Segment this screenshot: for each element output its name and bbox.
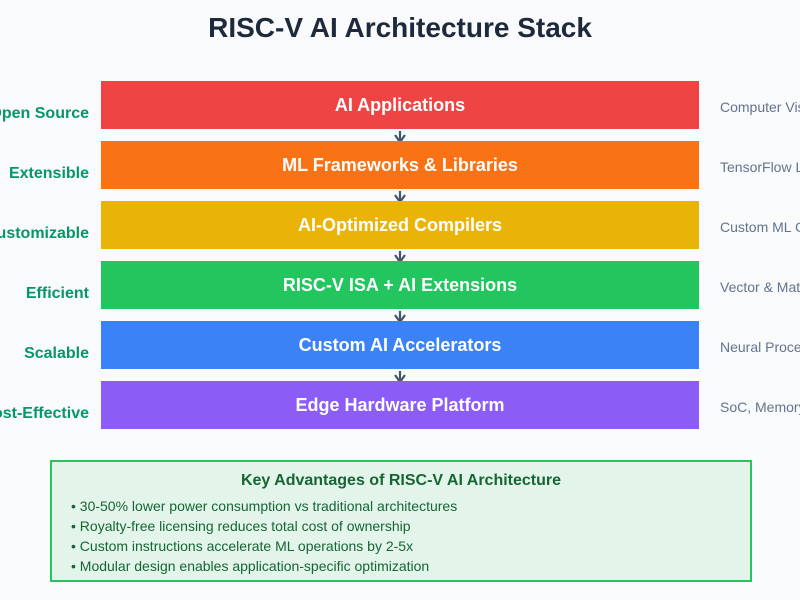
- layer-box: Custom AI Accelerators: [101, 321, 699, 369]
- layer-example-label: Custom ML C: [720, 219, 800, 235]
- layer-box: AI Applications: [101, 81, 699, 129]
- advantage-item: • Modular design enables application-spe…: [71, 558, 430, 574]
- layer-example-label: Vector & Mat: [720, 279, 800, 295]
- layer-box: AI-Optimized Compilers: [101, 201, 699, 249]
- layer-property-label: Open Source: [0, 105, 89, 122]
- advantages-box: Key Advantages of RISC-V AI Architecture…: [50, 460, 752, 582]
- advantages-title: Key Advantages of RISC-V AI Architecture: [240, 472, 562, 489]
- layer-example-label: Computer Vis: [720, 99, 800, 115]
- layer-property-label: Cost-Effective: [0, 405, 89, 422]
- layer-box: RISC-V ISA + AI Extensions: [101, 261, 699, 309]
- layer-example-label: SoC, Memory: [720, 399, 800, 415]
- advantage-item: • Royalty-free licensing reduces total c…: [71, 518, 411, 534]
- layer-property-label: Customizable: [0, 225, 89, 242]
- layer-property-label: Efficient: [25, 285, 89, 302]
- advantage-item: • 30-50% lower power consumption vs trad…: [71, 498, 458, 514]
- layer-example-label: Neural Proce: [720, 339, 800, 355]
- layer-example-label: TensorFlow L: [720, 159, 800, 175]
- layer-property-label: Extensible: [8, 165, 89, 182]
- page-title: RISC-V AI Architecture Stack: [208, 12, 592, 43]
- layer-box: Edge Hardware Platform: [101, 381, 699, 429]
- layer-box: ML Frameworks & Libraries: [101, 141, 699, 189]
- advantage-item: • Custom instructions accelerate ML oper…: [71, 538, 414, 554]
- layer-property-label: Scalable: [24, 345, 89, 362]
